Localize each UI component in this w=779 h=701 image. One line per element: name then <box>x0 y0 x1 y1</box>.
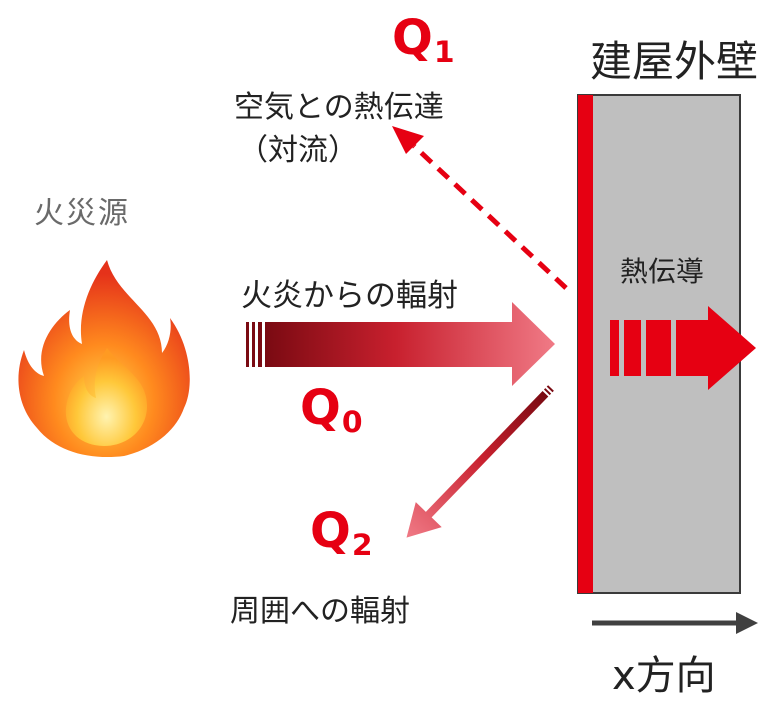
reflection-arrow-q2 <box>406 385 554 538</box>
q1-symbol: Q1 <box>392 10 455 71</box>
wall-title: 建屋外壁 <box>590 37 759 86</box>
x-axis-label: x方向 <box>612 653 716 699</box>
x-axis-arrow <box>592 612 758 634</box>
conduction-label: 熱伝導 <box>620 255 705 288</box>
q2-label: 周囲への輻射 <box>230 594 410 629</box>
fire-icon <box>18 260 190 458</box>
wall-surface-line <box>578 95 593 593</box>
q2-symbol: Q2 <box>310 503 373 564</box>
q0-symbol: Q0 <box>300 380 363 441</box>
convection-arrow-q1 <box>392 126 568 290</box>
fire-source-label: 火災源 <box>34 196 130 231</box>
q1-label-line2: （対流） <box>238 133 358 168</box>
q1-label-line1: 空気との熱伝達 <box>234 90 444 125</box>
q0-label: 火炎からの輻射 <box>241 278 458 314</box>
radiation-arrow-q0 <box>246 302 555 386</box>
striped-arrow-right-icon <box>610 306 756 390</box>
